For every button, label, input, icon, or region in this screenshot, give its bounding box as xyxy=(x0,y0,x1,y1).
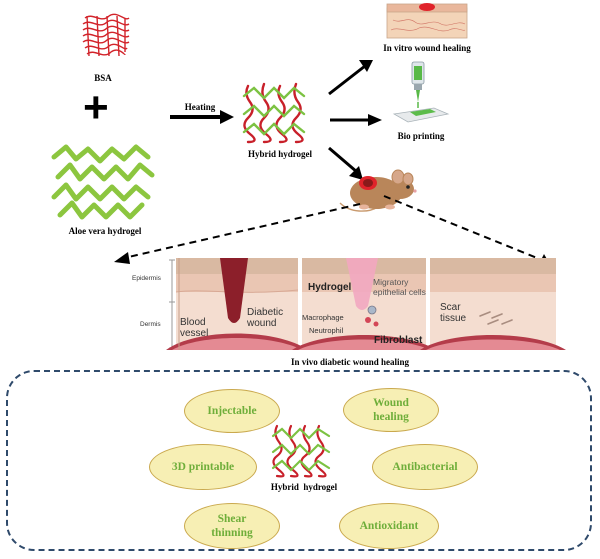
hydrogel-panel-label: Hydrogel xyxy=(308,282,352,293)
property-wound-healing: Wound healing xyxy=(343,388,439,432)
center-hybrid-label: Hybrid hydrogel xyxy=(270,482,338,492)
property-3d-printable: 3D printable xyxy=(149,444,257,490)
macrophage-label: Macrophage xyxy=(302,313,344,322)
wound-panel-diabetic xyxy=(166,258,308,350)
bsa-label: BSA xyxy=(94,73,112,83)
hybrid-hydrogel-center-icon xyxy=(271,424,331,478)
heating-label: Heating xyxy=(184,102,216,112)
arrow-to-bioprinting xyxy=(330,114,382,126)
wound-panel-scar xyxy=(420,258,566,350)
in-vivo-title: In vivo diabetic wound healing xyxy=(290,357,410,367)
hybrid-hydrogel-label: Hybrid hydrogel xyxy=(247,149,313,159)
epidermis-label: Epidermis xyxy=(132,275,161,282)
bioprinting-label: Bio printing xyxy=(397,131,445,141)
bsa-protein-icon xyxy=(82,13,130,57)
property-antibacterial: Antibacterial xyxy=(372,444,478,490)
dermis-label: Dermis xyxy=(140,321,161,328)
in-vitro-skin-icon xyxy=(386,3,468,39)
properties-box xyxy=(6,370,592,551)
wound-panel-hydrogel xyxy=(292,258,436,350)
dashed-arrow-left xyxy=(114,203,361,264)
property-antioxidant: Antioxidant xyxy=(339,503,439,549)
plus-sign: + xyxy=(83,83,109,132)
heating-arrow xyxy=(170,110,234,124)
blood-vessel-label: Blood vessel xyxy=(180,317,209,339)
migratory-cells-label: Migratory epithelial cells xyxy=(373,277,426,297)
property-injectable: Injectable xyxy=(184,389,280,433)
mouse-icon xyxy=(339,169,417,212)
neutrophil-label: Neutrophil xyxy=(309,326,344,335)
aloe-vera-label: Aloe vera hydrogel xyxy=(68,226,142,236)
aloe-vera-hydrogel-icon xyxy=(51,144,155,220)
fibroblast-label: Fibroblast xyxy=(374,335,423,346)
arrow-to-mouse xyxy=(328,146,363,180)
property-shear-thinning: Shear thinning xyxy=(184,503,280,549)
in-vitro-label: In vitro wound healing xyxy=(383,43,471,53)
scar-tissue-label: Scar tissue xyxy=(440,302,467,324)
diabetic-wound-label: Diabetic wound xyxy=(247,307,284,329)
bioprinter-icon xyxy=(392,61,450,123)
hybrid-hydrogel-icon xyxy=(242,82,306,144)
arrow-to-in-vitro xyxy=(328,60,373,96)
